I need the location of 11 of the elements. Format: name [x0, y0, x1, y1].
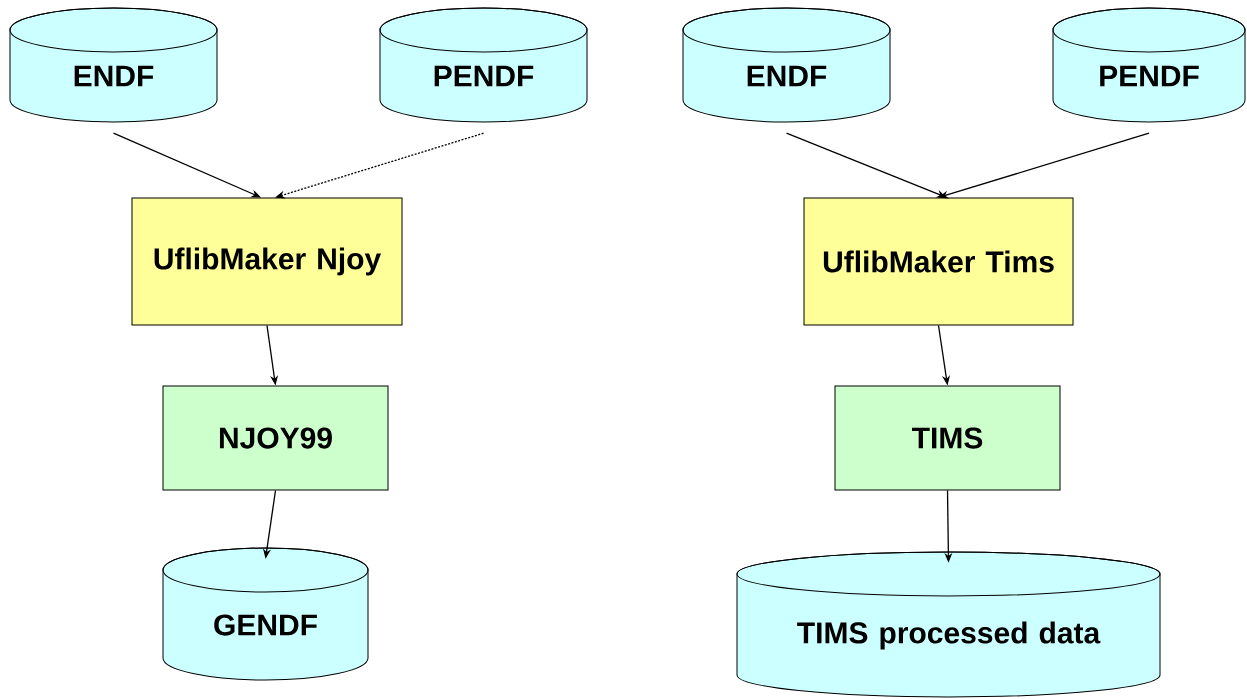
process-box: TIMS	[834, 385, 1061, 491]
process-box: UflibMaker Njoy	[131, 197, 403, 326]
process-box: NJOY99	[162, 385, 389, 491]
process-box: UflibMaker Tims	[803, 197, 1074, 326]
cylinder: TIMS processed data	[736, 551, 1161, 698]
cylinder: ENDF	[682, 7, 891, 123]
cylinder: GENDF	[162, 547, 369, 681]
cylinder: PENDF	[1052, 7, 1246, 123]
cylinder: PENDF	[379, 7, 588, 123]
arrow	[112, 132, 261, 198]
cylinder: ENDF	[9, 7, 218, 123]
